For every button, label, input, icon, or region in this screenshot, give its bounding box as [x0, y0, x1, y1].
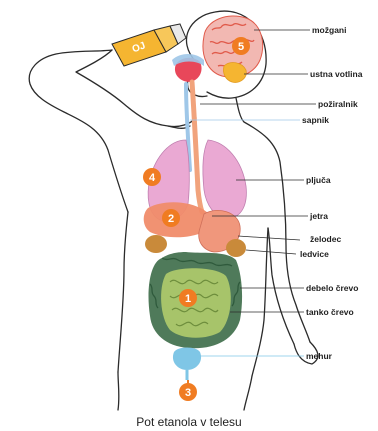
label-ustna-votlina: ustna votlina [310, 69, 363, 79]
svg-text:2: 2 [168, 213, 174, 225]
esophagus [192, 82, 202, 212]
step-marker-1: 1 [179, 289, 197, 307]
label-tanko-crevo: tanko črevo [306, 307, 354, 317]
diagram-caption: Pot etanola v telesu [136, 415, 241, 429]
step-marker-3: 3 [179, 383, 197, 401]
svg-text:4: 4 [149, 172, 156, 184]
label-jetra: jetra [309, 211, 328, 221]
step-marker-4: 4 [143, 168, 161, 186]
label-debelo-crevo: debelo črevo [306, 283, 358, 293]
svg-text:1: 1 [185, 293, 191, 305]
step-marker-2: 2 [162, 209, 180, 227]
label-poziralnik: požiralnik [318, 99, 358, 109]
label-mozgani: možgani [312, 25, 346, 35]
step-marker-5: 5 [232, 37, 250, 55]
svg-text:3: 3 [185, 387, 191, 399]
small-intestine [161, 268, 231, 338]
label-ledvice: ledvice [300, 249, 329, 259]
label-pljuca: pljuča [306, 175, 331, 185]
label-zelodec: želodec [310, 234, 341, 244]
organ-labels: možgani ustna votlina požiralnik sapnik … [300, 25, 363, 361]
mouth-cavity [172, 54, 204, 82]
label-mehur: mehur [306, 351, 333, 361]
label-sapnik: sapnik [302, 115, 329, 125]
svg-text:5: 5 [238, 41, 244, 53]
